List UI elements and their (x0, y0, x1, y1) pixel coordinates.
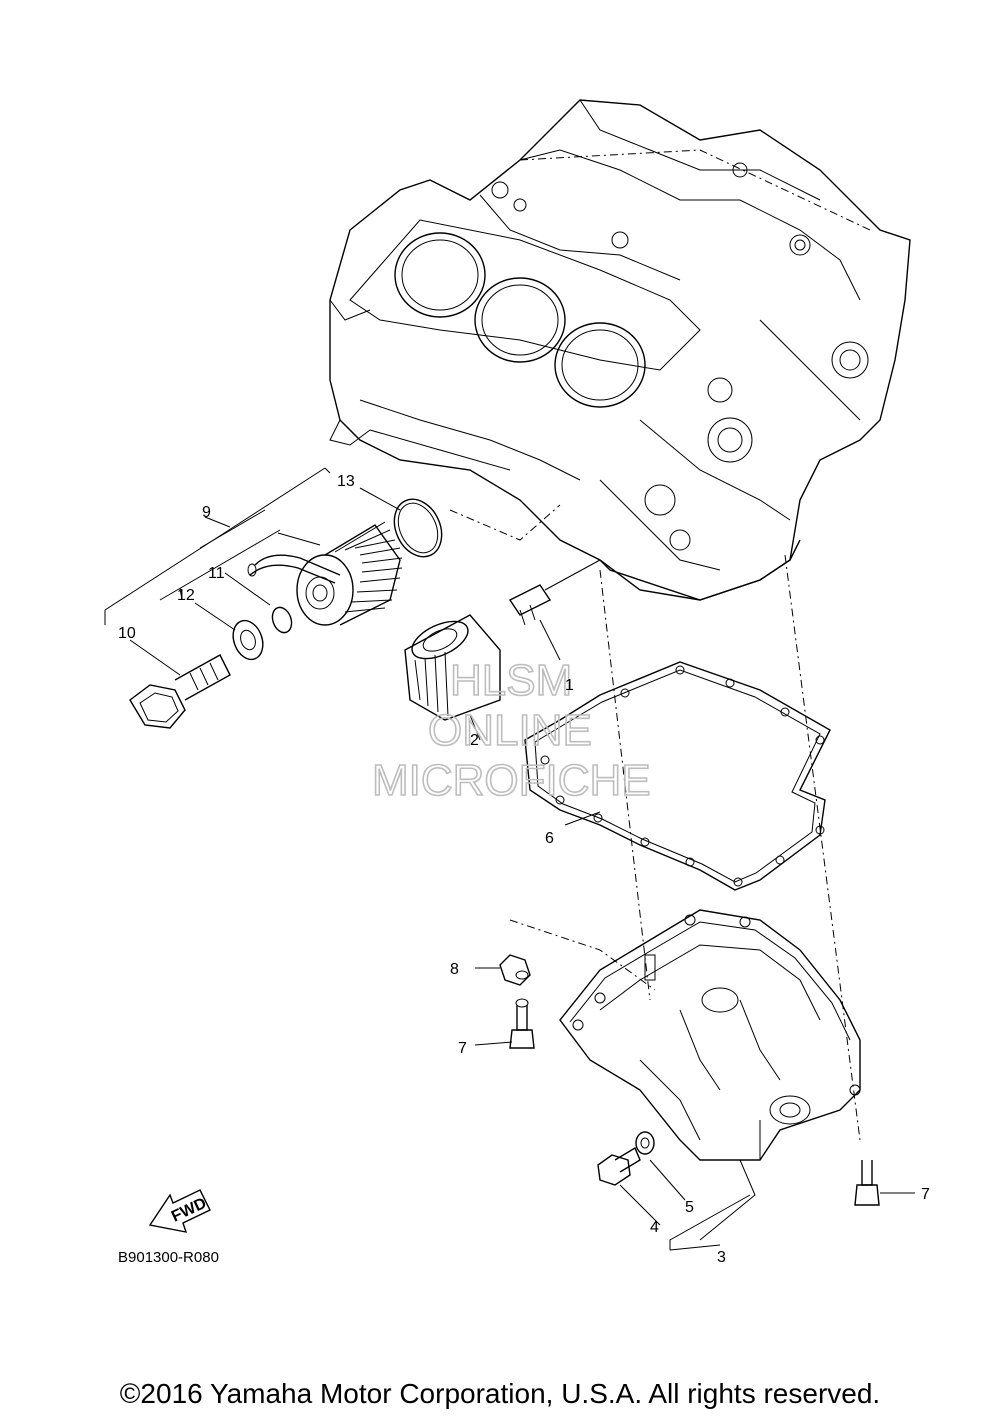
copyright-footer: ©2016 Yamaha Motor Corporation, U.S.A. A… (119, 1378, 881, 1409)
callouts: 1 2 3 4 5 6 7 7 8 9 10 11 12 13 (118, 473, 930, 1266)
oil-cooler-group (104, 467, 561, 729)
drain-bolt-and-washer (597, 1131, 655, 1186)
watermark-line-1: HLSM (450, 656, 572, 705)
callout-6[interactable]: 6 (545, 830, 554, 847)
callout-7-left[interactable]: 7 (458, 1040, 467, 1057)
callout-5[interactable]: 5 (685, 1199, 694, 1216)
fwd-label: FWD (169, 1195, 209, 1226)
watermark: HLSM ONLINE MICROFICHE (371, 655, 651, 806)
crankcase-assembly (329, 99, 911, 601)
callout-4[interactable]: 4 (650, 1219, 659, 1236)
callout-11[interactable]: 11 (208, 565, 225, 582)
callout-1[interactable]: 1 (565, 677, 574, 694)
bolt-right (854, 1160, 880, 1206)
bracket-clip (499, 954, 531, 986)
callout-2[interactable]: 2 (470, 732, 479, 749)
callout-7-right[interactable]: 7 (921, 1186, 930, 1203)
callout-9[interactable]: 9 (202, 504, 211, 521)
callout-13[interactable]: 13 (337, 473, 355, 490)
oil-filter-group (404, 559, 601, 741)
callout-12[interactable]: 12 (177, 587, 195, 604)
callout-8[interactable]: 8 (450, 961, 459, 978)
watermark-line-3: MICROFICHE (372, 756, 651, 805)
watermark-line-2: ONLINE (428, 706, 592, 755)
bolt-left (509, 998, 535, 1049)
callout-3[interactable]: 3 (717, 1249, 726, 1266)
oil-pan (559, 909, 861, 1241)
diagram-reference-code: B901300-R080 (118, 1249, 219, 1266)
callout-10[interactable]: 10 (118, 625, 136, 642)
fwd-direction-arrow: FWD (148, 1189, 211, 1233)
